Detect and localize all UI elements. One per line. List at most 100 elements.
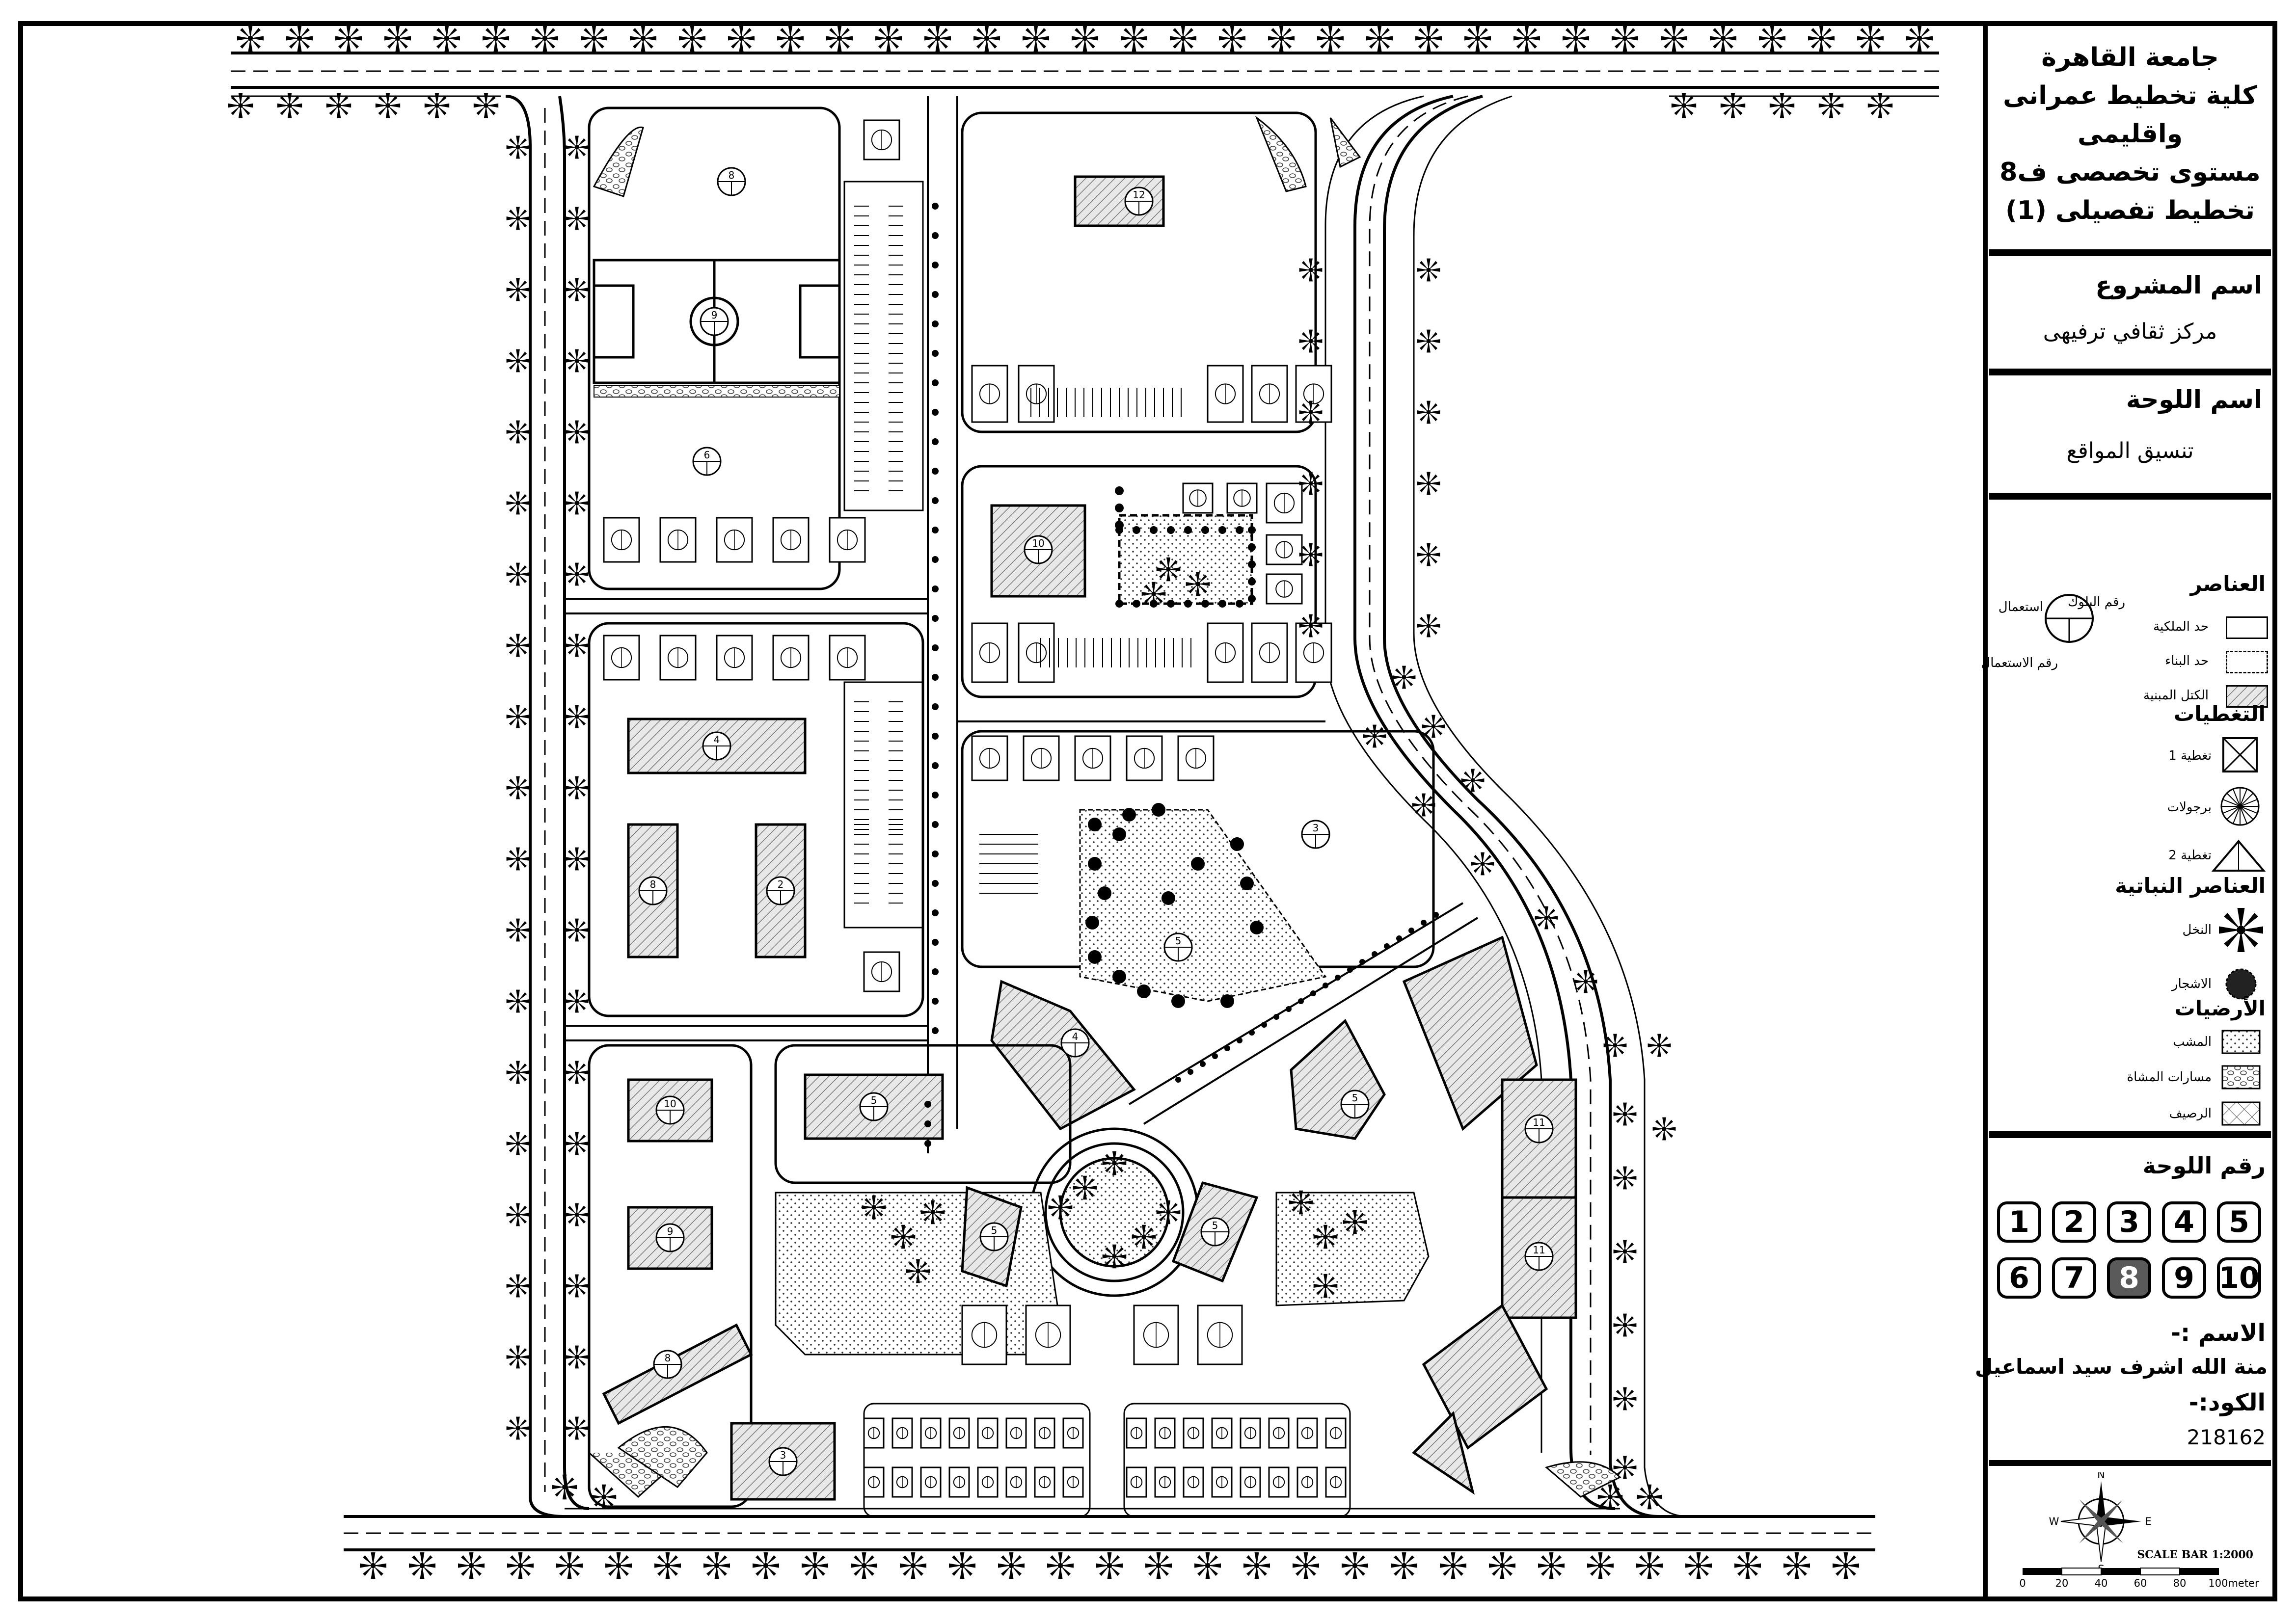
tree (932, 585, 939, 592)
tree (1112, 970, 1126, 984)
parking-stalls (889, 824, 903, 904)
tree (1236, 526, 1243, 534)
unit-box (1005, 1417, 1027, 1449)
block-tag: 5 (859, 1092, 889, 1121)
tree (1323, 983, 1328, 988)
block-tag-number: 5 (991, 1224, 998, 1236)
block-tag-number: 10 (664, 1098, 676, 1110)
block-tag: 10 (1024, 535, 1053, 564)
pedestrian-paths (593, 115, 1621, 1498)
tree (932, 527, 939, 533)
block-tag-number: 9 (711, 309, 718, 321)
scale-tick: 0 (2019, 1577, 2026, 1589)
block-tag-number: 2 (778, 878, 784, 890)
unit-box (1266, 534, 1303, 565)
unit-box (1297, 1417, 1318, 1449)
block-tag: 8 (717, 167, 746, 196)
unit-box (1126, 735, 1163, 781)
parking-stalls (889, 363, 903, 491)
tree (1335, 975, 1341, 981)
tree (1122, 808, 1136, 822)
block-tag-number: 10 (1032, 537, 1044, 549)
block-tag-number: 3 (1313, 822, 1319, 834)
east-road (1324, 95, 1689, 1518)
tree (1359, 959, 1365, 965)
tree (1115, 600, 1123, 608)
unit-box (1211, 1466, 1233, 1498)
tree (932, 232, 939, 239)
north-letter: N (2097, 1472, 2105, 1481)
sheet-label: اسم اللوحة (2126, 385, 2262, 414)
unit-box (863, 119, 900, 160)
tree (924, 1120, 931, 1127)
north-arrow-and-scale: N S E W SCALE BAR 1:2000 0 20 40 60 80 1… (2019, 1472, 2259, 1589)
block-tag: 5 (1163, 932, 1193, 962)
unit-box (1211, 1417, 1233, 1449)
block-tag-number: 8 (650, 878, 656, 890)
tree (932, 762, 939, 769)
tree (932, 379, 939, 386)
tree (1237, 1038, 1243, 1043)
block-tag-number: 11 (1533, 1244, 1545, 1256)
unit-box (603, 517, 640, 563)
parking-stalls (1030, 388, 1182, 417)
unit-box (1268, 1466, 1290, 1498)
block-tag-number: 6 (704, 449, 710, 461)
tree (932, 703, 939, 710)
unit-box (1074, 735, 1111, 781)
tree (924, 1140, 931, 1147)
tree (932, 644, 939, 651)
block-tag-number: 5 (1212, 1220, 1218, 1231)
tree (1249, 1030, 1255, 1036)
tree (1152, 803, 1165, 817)
north-arrow-icon: N S E W (2049, 1472, 2152, 1575)
block-tag: 9 (655, 1223, 685, 1252)
unit-box (1023, 735, 1060, 781)
tree (1175, 1077, 1181, 1083)
tree (1191, 857, 1205, 871)
parking-stalls (979, 834, 1009, 894)
unit-box (772, 517, 810, 563)
unit-box (1240, 1466, 1261, 1498)
block-tag-number: 9 (667, 1225, 674, 1237)
block-tag-number: 5 (1175, 935, 1182, 947)
parking-stalls (1040, 638, 1191, 667)
block-tag-number: 11 (1533, 1117, 1545, 1128)
tree (1171, 994, 1185, 1008)
unit-box (948, 1417, 970, 1449)
tree (932, 556, 939, 563)
unit-box (1251, 365, 1288, 423)
tree (932, 438, 939, 445)
unit-box (961, 1304, 1007, 1365)
block-tag-number: 8 (665, 1352, 671, 1364)
tree (1218, 600, 1226, 608)
unit-box (1240, 1417, 1261, 1449)
tree (1188, 1069, 1193, 1075)
tree (932, 468, 939, 475)
tree (1372, 951, 1378, 957)
top-road (231, 52, 1939, 97)
tree (1088, 857, 1102, 871)
unit-box (1266, 482, 1303, 524)
tree (1112, 827, 1126, 841)
unit-box (829, 517, 866, 563)
unit-box (1183, 1417, 1204, 1449)
tree (932, 733, 939, 740)
tree (1248, 595, 1256, 603)
tree (1421, 920, 1427, 926)
block-tag: 3 (1301, 820, 1330, 849)
scale-tick: 80 (2173, 1577, 2187, 1589)
tree (1310, 990, 1316, 996)
scale-bar: 0 20 40 60 80 100meter (2019, 1568, 2259, 1589)
tree (932, 291, 939, 298)
tree (932, 409, 939, 416)
tree (1286, 1006, 1292, 1012)
title-line: واقليمى (2077, 119, 2183, 149)
unit-box (1018, 622, 1055, 683)
project-name: مركز ثقافي ترفيهى (2043, 319, 2217, 344)
sheet-name: تنسيق المواقع (2066, 438, 2194, 463)
unit-box (977, 1417, 999, 1449)
tree (1133, 526, 1140, 534)
west-road (505, 95, 590, 1518)
